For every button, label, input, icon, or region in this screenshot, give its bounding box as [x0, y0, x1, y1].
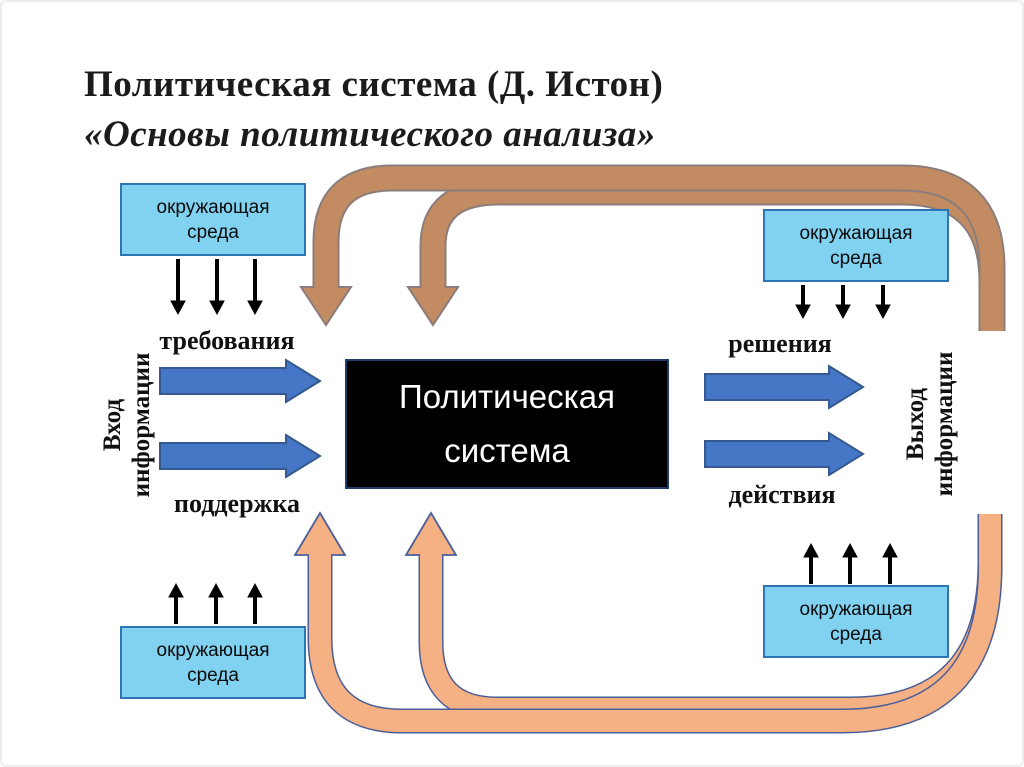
- axis-input-line1: Вход: [99, 398, 126, 452]
- slide-title-line2: «Основы политического анализа»: [84, 114, 656, 155]
- env-box-label-line1: окружающая: [799, 222, 913, 244]
- env-box-label-line2: среда: [830, 623, 882, 645]
- env-box-bottom-left: окружающая среда: [120, 626, 306, 699]
- label-demands: требования: [159, 326, 295, 355]
- env-arrows-top-right: [795, 285, 891, 320]
- env-arrows-top-left: [170, 259, 263, 316]
- axis-label-output: Выход информации: [899, 314, 961, 534]
- feedback-arrow-top-outer: [299, 164, 1006, 331]
- input-arrow-support: [159, 433, 322, 479]
- label-support: поддержка: [174, 489, 300, 518]
- env-box-label-line1: окружающая: [156, 196, 270, 218]
- output-arrow-actions: [704, 431, 865, 477]
- env-box-label-line2: среда: [187, 221, 239, 243]
- output-arrow-decisions: [704, 364, 865, 410]
- env-box-bottom-right: окружающая среда: [763, 585, 949, 658]
- feedback-arrow-bottom-outer: [293, 511, 1003, 734]
- env-box-label-line2: среда: [830, 247, 882, 269]
- axis-label-input: Вход информации: [96, 315, 158, 535]
- slide-title: Политическая система (Д. Истон) «Основы …: [84, 60, 844, 160]
- env-box-top-left: окружающая среда: [120, 183, 306, 256]
- axis-output-line2: информации: [931, 351, 958, 497]
- political-system-box: Политическая система: [345, 359, 669, 489]
- env-box-top-right: окружающая среда: [763, 209, 949, 282]
- political-system-line1: Политическая: [398, 378, 615, 415]
- env-arrows-bottom-left: [168, 582, 263, 624]
- slide-title-line1: Политическая система (Д. Истон): [84, 64, 664, 105]
- input-arrow-demands: [159, 358, 322, 404]
- axis-output-line1: Выход: [902, 387, 929, 461]
- env-box-label-line1: окружающая: [156, 639, 270, 661]
- political-system-line2: система: [444, 432, 570, 469]
- axis-input-line2: информации: [128, 352, 155, 498]
- env-box-label-line1: окружающая: [799, 598, 913, 620]
- env-box-label-line2: среда: [187, 664, 239, 686]
- env-arrows-bottom-right: [803, 542, 898, 584]
- label-actions: действия: [728, 480, 836, 509]
- label-decisions: решения: [728, 329, 832, 358]
